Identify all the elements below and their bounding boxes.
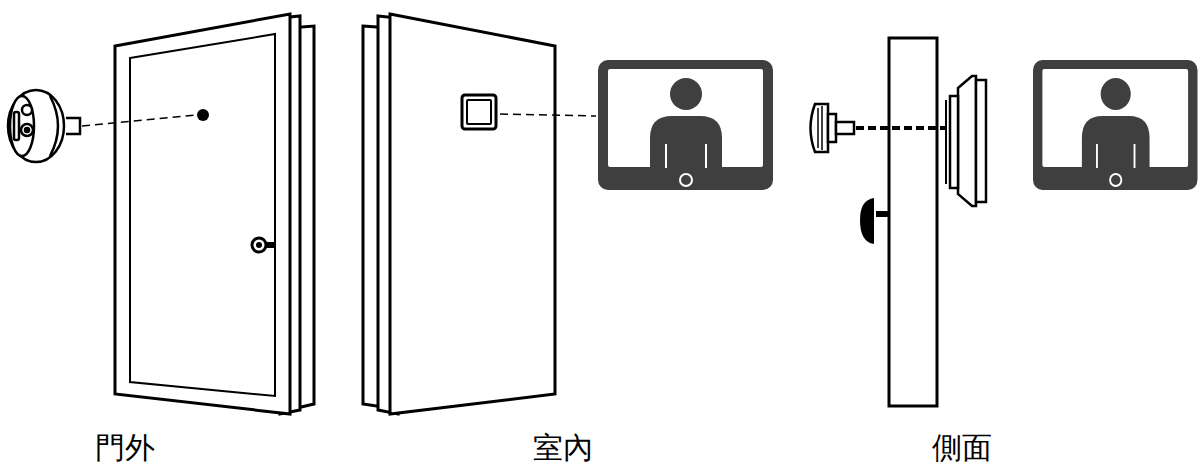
monitor — [1033, 60, 1198, 190]
view-caption: 室內 — [533, 431, 593, 464]
dashed-guide — [856, 126, 946, 130]
dashed-guide — [82, 115, 196, 126]
outside-door — [115, 14, 314, 414]
outside-camera — [8, 90, 80, 162]
dashed-guide — [500, 114, 596, 116]
view-caption: 側面 — [932, 431, 992, 464]
side-view — [811, 38, 987, 406]
view-caption: 門外 — [95, 431, 155, 464]
monitor — [598, 60, 773, 190]
inside-door — [363, 14, 555, 414]
